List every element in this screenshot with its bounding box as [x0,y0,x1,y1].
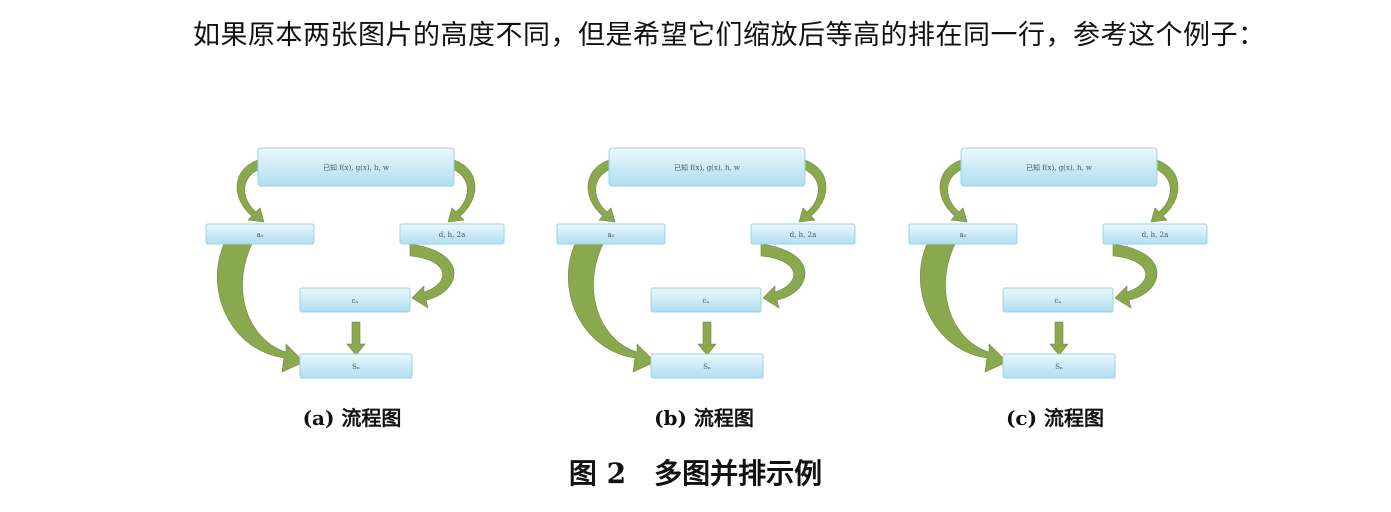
flowchart-diagram: 已知 f(x), g(x), h, w a₀ d, h, 2a cₙ Sₙ [908,147,1208,379]
subcaption-c: (c) 流程图 [1005,406,1105,430]
flowchart-diagram: 已知 f(x), g(x), h, w a₀ d, h, 2a cₙ Sₙ [205,147,505,379]
curved-arrow-right-to-middle [409,243,455,309]
box-middle-label: cₙ [352,297,359,305]
flowchart-figure-a: 已知 f(x), g(x), h, w a₀ d, h, 2a cₙ Sₙ [200,140,520,385]
box-left [556,223,666,245]
subcaption-a: (a) 流程图 [302,406,402,430]
box-right-label: d, h, 2a [1142,231,1169,239]
box-left [205,223,315,245]
figure-caption: 图 2 多图并排示例 [0,452,1391,492]
down-arrow-middle-to-bottom [1049,321,1069,356]
figure-number: 图 2 [568,457,627,490]
box-bottom-label: Sₙ [703,363,711,371]
box-top-label: 已知 f(x), g(x), h, w [674,163,740,172]
box-top [257,147,455,187]
box-bottom-label: Sₙ [1055,363,1063,371]
figure-caption-text: 多图并排示例 [654,457,823,490]
box-right-label: d, h, 2a [439,231,466,239]
box-right [1102,223,1208,245]
body-paragraph: 如果原本两张图片的高度不同，但是希望它们缩放后等高的排在同一行，参考这个例子： [193,20,1266,51]
box-bottom [299,353,413,379]
box-bottom [650,353,764,379]
box-middle-label: cₙ [1055,297,1062,305]
box-right [750,223,856,245]
flowchart-figure-b: 已知 f(x), g(x), h, w a₀ d, h, 2a cₙ Sₙ [551,140,871,385]
box-left-label: a₀ [608,231,615,239]
box-bottom-label: Sₙ [352,363,360,371]
down-arrow-middle-to-bottom [346,321,366,356]
box-right [399,223,505,245]
box-top-label: 已知 f(x), g(x), h, w [1026,163,1092,172]
box-middle [299,287,411,313]
box-middle-label: cₙ [703,297,710,305]
subcaption-b: (b) 流程图 [654,406,754,430]
box-middle [1002,287,1114,313]
box-top [608,147,806,187]
box-left-label: a₀ [257,231,264,239]
big-curved-arrow-left-to-bottom [568,243,656,373]
box-top-label: 已知 f(x), g(x), h, w [323,163,389,172]
box-left [908,223,1018,245]
curved-arrow-right-to-middle [1112,243,1158,309]
flowchart-figure-c: 已知 f(x), g(x), h, w a₀ d, h, 2a cₙ Sₙ [903,140,1223,385]
box-right-label: d, h, 2a [790,231,817,239]
box-left-label: a₀ [960,231,967,239]
big-curved-arrow-left-to-bottom [217,243,305,373]
flowchart-diagram: 已知 f(x), g(x), h, w a₀ d, h, 2a cₙ Sₙ [556,147,856,379]
down-arrow-middle-to-bottom [697,321,717,356]
box-bottom [1002,353,1116,379]
curved-arrow-right-to-middle [760,243,806,309]
box-top [960,147,1158,187]
big-curved-arrow-left-to-bottom [920,243,1008,373]
box-middle [650,287,762,313]
